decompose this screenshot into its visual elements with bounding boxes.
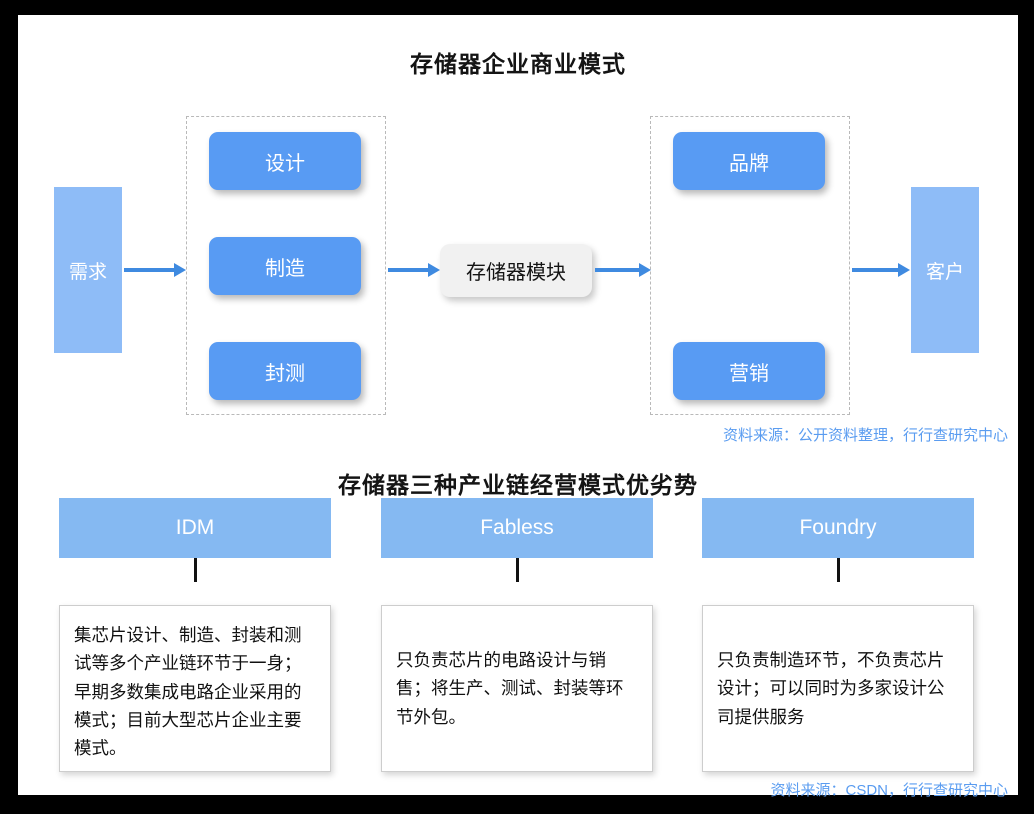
- mode-header-label: IDM: [59, 498, 331, 558]
- memory-module-box: 存储器模块: [440, 244, 592, 297]
- connector-line: [837, 558, 840, 582]
- mode-header-label: Fabless: [381, 498, 653, 558]
- stage-design: 设计: [209, 132, 361, 190]
- arrow-head: [639, 263, 651, 277]
- arrow-shaft: [124, 268, 175, 272]
- mode-description: 只负责制造环节，不负责芯片设计；可以同时为多家设计公司提供服务: [702, 605, 974, 772]
- downstream-dashed-group: [650, 116, 850, 415]
- business-model-diagram: 需求 设计 制造 封测 存储器模块 品牌 营销 客户: [18, 15, 1018, 445]
- arrow-stages-to-module: [388, 263, 440, 277]
- mode-card-foundry: Foundry 只负责制造环节，不负责芯片设计；可以同时为多家设计公司提供服务: [702, 498, 974, 772]
- upstream-dashed-group: [186, 116, 386, 415]
- demand-box: 需求: [54, 187, 122, 353]
- mode-description: 只负责芯片的电路设计与销售；将生产、测试、封装等环节外包。: [381, 605, 653, 772]
- arrow-shaft: [595, 268, 640, 272]
- mode-comparison-diagram: IDM 集芯片设计、制造、封装和测试等多个产业链环节于一身；早期多数集成电路企业…: [18, 498, 1018, 788]
- page-title-business-model: 存储器企业商业模式: [410, 51, 626, 77]
- arrow-head: [898, 263, 910, 277]
- mode-card-idm: IDM 集芯片设计、制造、封装和测试等多个产业链环节于一身；早期多数集成电路企业…: [59, 498, 331, 772]
- arrow-shaft: [388, 268, 429, 272]
- mode-header-label: Foundry: [702, 498, 974, 558]
- page-canvas: 存储器企业商业模式 需求 设计 制造 封测 存储器模块 品牌 营销 客户 资料来…: [18, 15, 1018, 799]
- stage-brand: 品牌: [673, 132, 825, 190]
- arrow-head: [428, 263, 440, 277]
- arrow-module-to-downstream: [595, 263, 651, 277]
- stage-packaging-testing: 封测: [209, 342, 361, 400]
- source-note-mode-comparison: 资料来源：CSDN，行行查研究中心: [770, 782, 1008, 799]
- connector-line: [194, 558, 197, 582]
- arrow-demand-to-manufacturing: [124, 263, 186, 277]
- arrow-shaft: [852, 268, 899, 272]
- page-title-mode-comparison: 存储器三种产业链经营模式优劣势: [338, 472, 698, 498]
- arrow-downstream-to-customer: [852, 263, 910, 277]
- connector-line: [516, 558, 519, 582]
- stage-marketing: 营销: [673, 342, 825, 400]
- mode-description: 集芯片设计、制造、封装和测试等多个产业链环节于一身；早期多数集成电路企业采用的模…: [59, 605, 331, 772]
- customer-box: 客户: [911, 187, 979, 353]
- source-note-business-model: 资料来源：公开资料整理，行行查研究中心: [722, 427, 1008, 444]
- arrow-head: [174, 263, 186, 277]
- mode-card-fabless: Fabless 只负责芯片的电路设计与销售；将生产、测试、封装等环节外包。: [381, 498, 653, 772]
- stage-manufacturing: 制造: [209, 237, 361, 295]
